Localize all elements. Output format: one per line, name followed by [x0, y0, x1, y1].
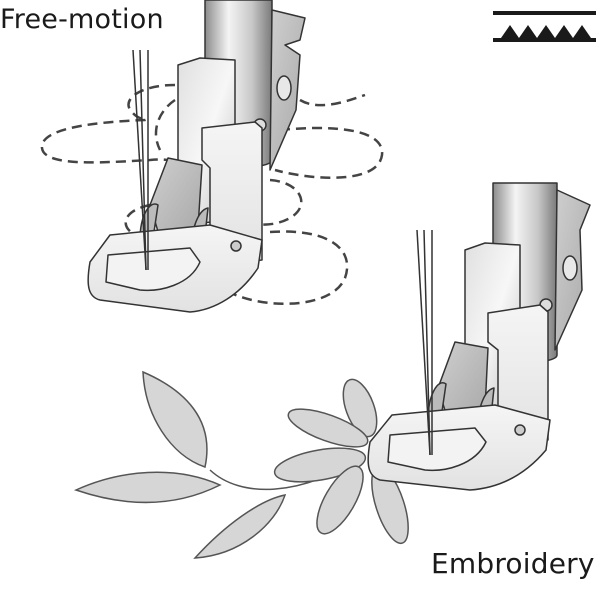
free-motion-label: Free-motion — [0, 4, 164, 35]
leaf — [193, 494, 287, 559]
petal — [287, 408, 369, 448]
embroidery-presser-foot — [367, 182, 591, 491]
petal — [316, 465, 364, 535]
free-motion-presser-foot — [87, 0, 306, 313]
embroidery-label: Embroidery — [431, 547, 595, 580]
petal — [342, 378, 378, 438]
leaf — [142, 370, 208, 468]
embroidery-design — [73, 370, 409, 559]
feed-dogs-lowered-icon — [493, 11, 596, 42]
leaf — [73, 471, 222, 504]
